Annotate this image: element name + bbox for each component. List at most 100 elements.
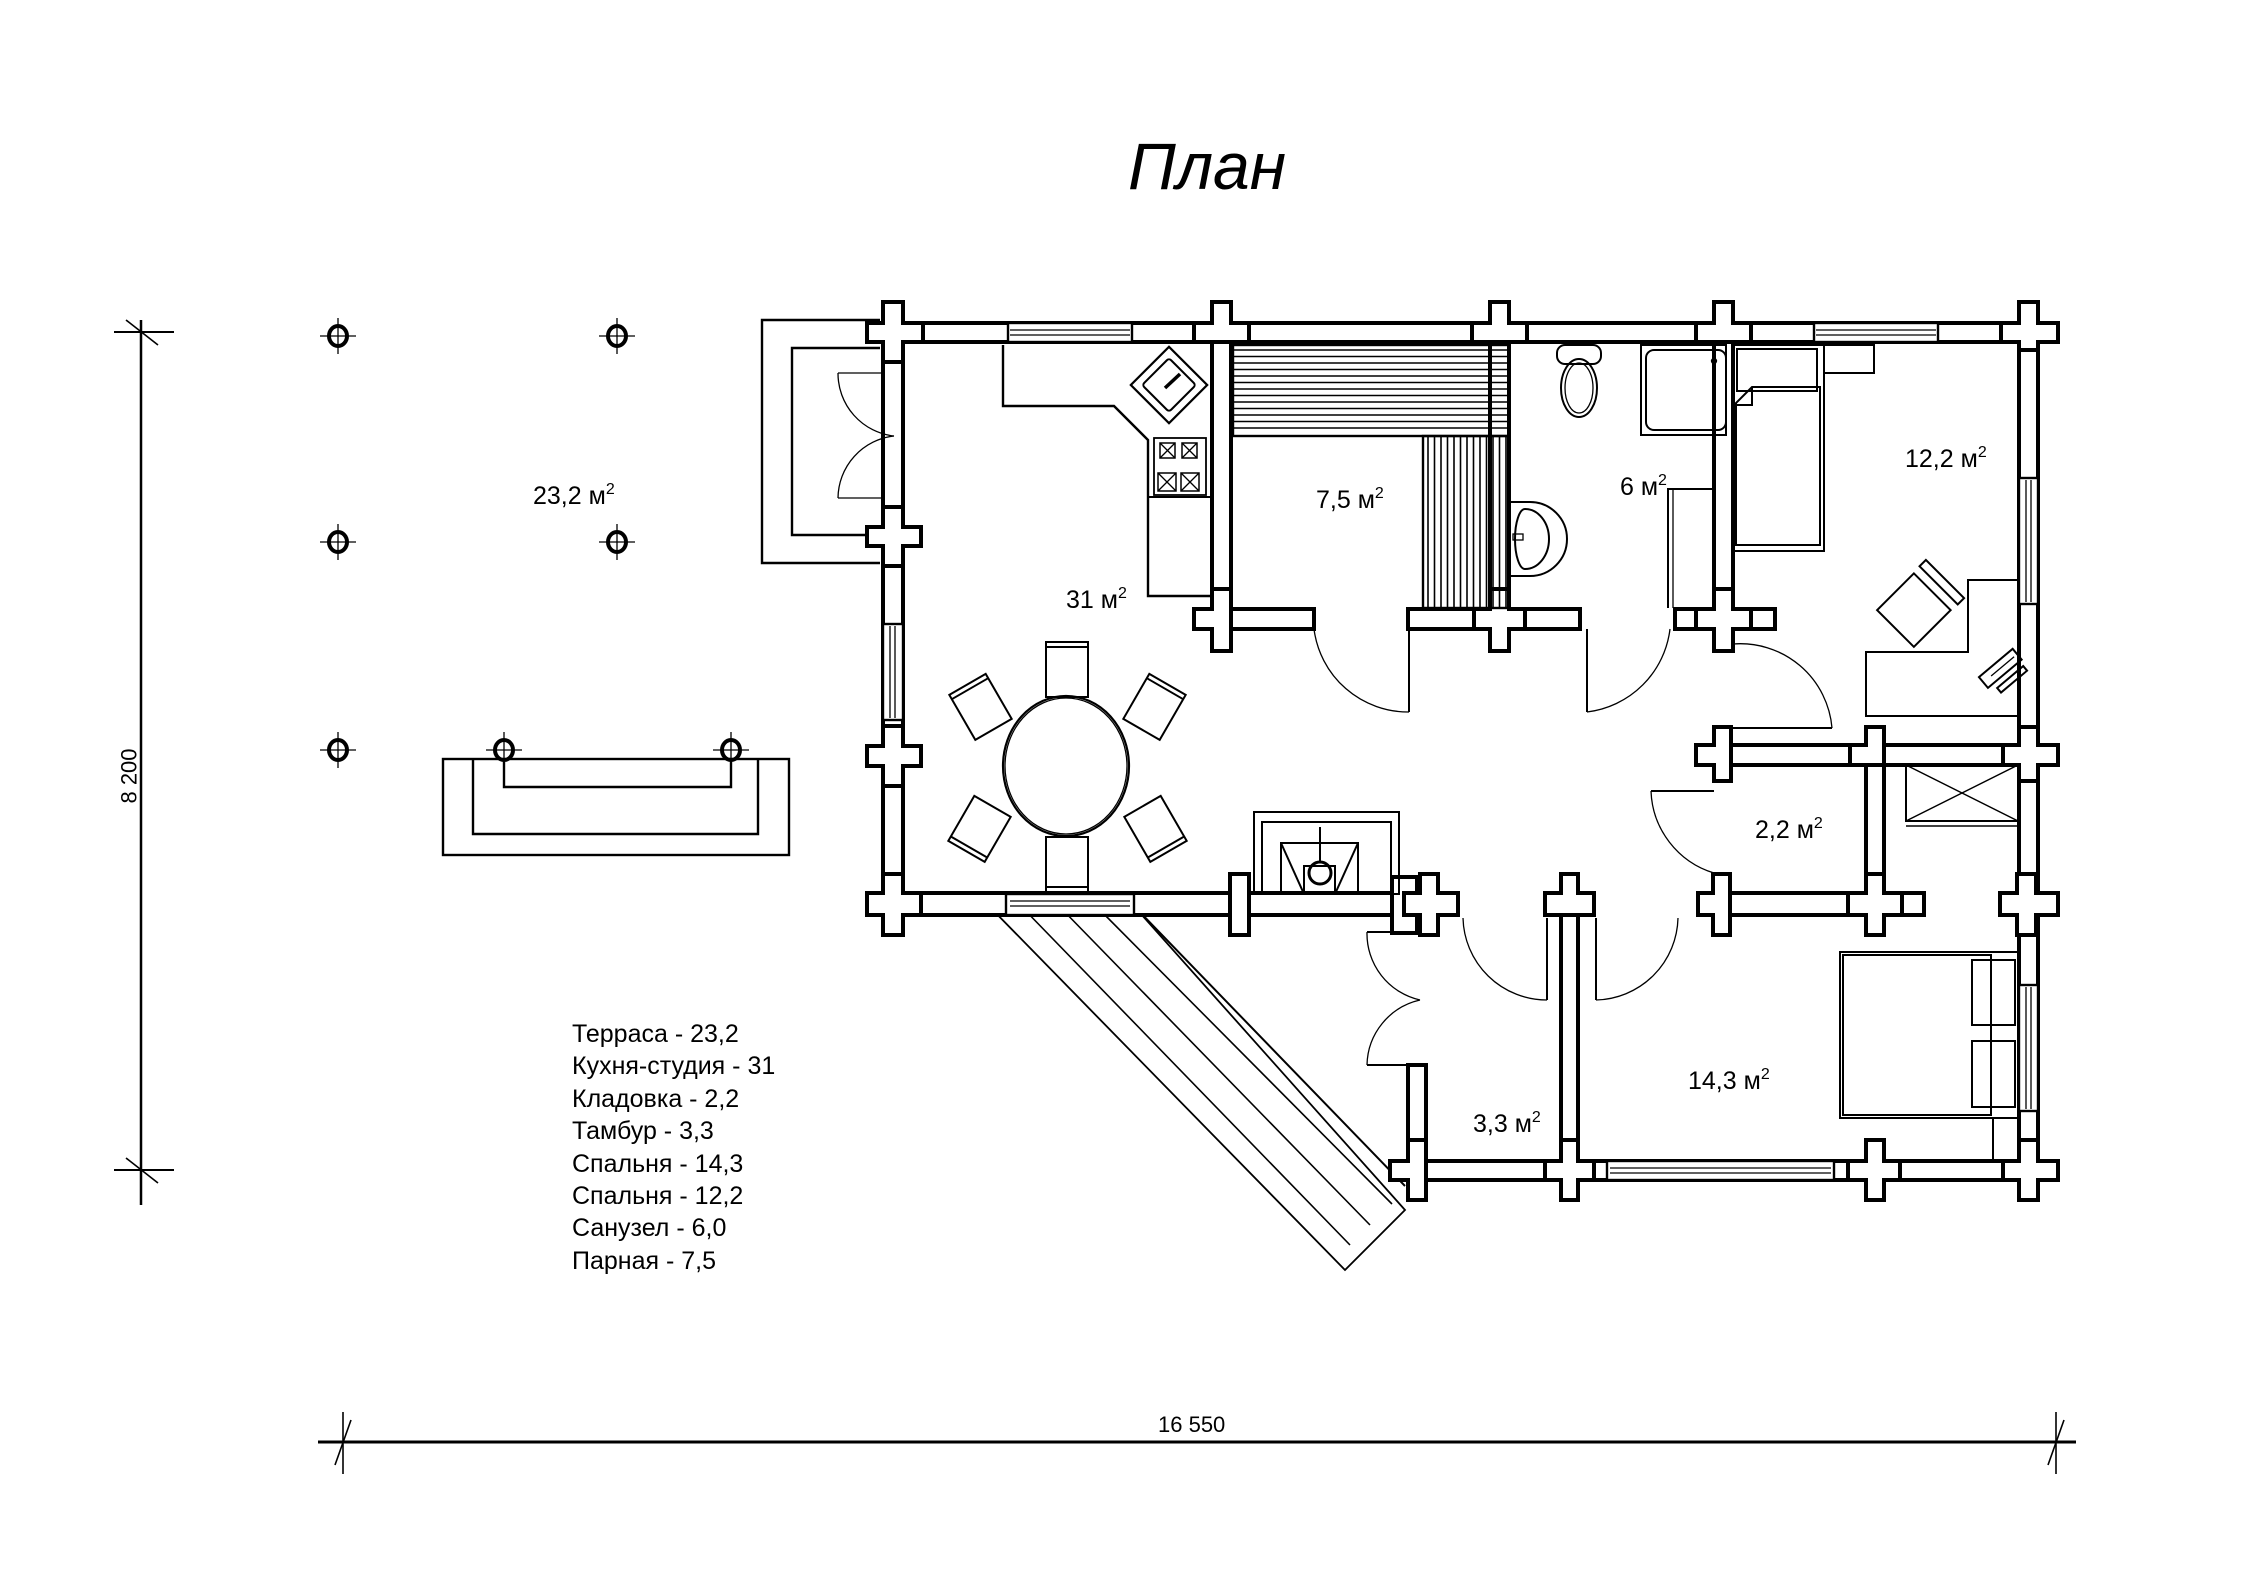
log-corner (1696, 872, 1732, 937)
room-area-vestibule: 3,3 м2 (1473, 1109, 1541, 1139)
area-unit-power: 2 (1117, 585, 1127, 602)
log-corner (1694, 725, 1733, 783)
window (1004, 892, 1136, 917)
area-unit: м (1100, 586, 1118, 614)
area-unit-power: 2 (1813, 815, 1823, 832)
area-unit: м (1357, 486, 1375, 514)
room-area-pantry: 2,2 м2 (1755, 815, 1823, 845)
chair (947, 672, 1014, 742)
office-chair (1875, 558, 1966, 649)
legend-item: Спальня - 14,3 (572, 1149, 744, 1178)
kitchen-counter (1001, 345, 1210, 598)
area-unit-power: 2 (1760, 1066, 1770, 1083)
window (1006, 321, 1134, 344)
chair (1122, 794, 1189, 864)
washbasin-icon (1509, 501, 1568, 577)
legend-item: Спальня - 12,2 (572, 1182, 744, 1211)
area-unit-power: 2 (1374, 485, 1384, 502)
window (1605, 1159, 1836, 1182)
sink-icon (1129, 345, 1209, 425)
chair (946, 794, 1013, 864)
legend-item: Кладовка - 2,2 (572, 1084, 740, 1113)
desk (1865, 558, 2029, 717)
log-corner (1192, 587, 1233, 653)
log-corner (865, 724, 923, 788)
toilet-icon (1556, 344, 1602, 418)
dimension-line-width (318, 1412, 2076, 1474)
door-pantry (1650, 790, 1715, 874)
terrace-post (320, 524, 356, 560)
area-value: 3,3 (1473, 1110, 1508, 1138)
area-value: 31 (1066, 586, 1094, 614)
area-value: 7,5 (1316, 486, 1351, 514)
computer-icon (1977, 647, 2029, 694)
plan-title: План (1128, 129, 1287, 203)
single-bed (1732, 344, 1875, 552)
door-vestibule (1462, 917, 1548, 1001)
stove-icon (1153, 437, 1207, 496)
terrace-post (599, 318, 635, 354)
area-value: 23,2 (533, 482, 582, 510)
fireplace-stove (1253, 811, 1400, 895)
area-unit: м (1960, 445, 1978, 473)
main-entrance-stairs (984, 903, 1407, 1272)
area-value: 12,2 (1905, 445, 1954, 473)
terrace-post (320, 318, 356, 354)
steam-room-benches (1231, 343, 1511, 610)
area-value: 6 (1620, 473, 1634, 501)
door-bedroom-small (1732, 643, 1833, 729)
log-corner (1543, 872, 1596, 917)
log-corner (1470, 300, 1529, 344)
legend-item: Санузел - 6,0 (572, 1214, 727, 1243)
room-area-steam-room: 7,5 м2 (1316, 485, 1384, 515)
window (1812, 321, 1940, 344)
area-value: 14,3 (1688, 1067, 1737, 1095)
doors (837, 372, 1833, 1066)
log-corner (1388, 1138, 1428, 1202)
area-unit: м (588, 482, 606, 510)
area-unit-power: 2 (605, 481, 615, 498)
dining-table (946, 641, 1189, 893)
window (2017, 983, 2040, 1113)
side-entrance-steps (760, 318, 880, 565)
legend-item: Кухня-студия - 31 (572, 1052, 776, 1081)
door-entrance-double (1366, 931, 1421, 1066)
chair (1045, 836, 1089, 893)
area-unit-power: 2 (1977, 444, 1987, 461)
legend-item: Терраса - 23,2 (572, 1020, 739, 1048)
area-value: 2,2 (1755, 816, 1790, 844)
log-corner (865, 505, 923, 568)
windows (881, 321, 2040, 1182)
dimension-label-height: 8 200 (116, 748, 142, 804)
room-area-terrace: 23,2 м2 (533, 481, 615, 511)
log-corner (1694, 300, 1753, 344)
log-corner (1192, 300, 1251, 344)
window (881, 622, 905, 722)
cabinet (1667, 488, 1714, 608)
room-area-bedroom-large: 14,3 м2 (1688, 1066, 1770, 1096)
door-bedroom-large (1595, 917, 1679, 1001)
bathroom-fixtures (1509, 344, 1727, 608)
area-unit: м (1514, 1110, 1532, 1138)
door-steam-room (1313, 628, 1410, 713)
chair (1121, 672, 1188, 742)
legend-item: Тамбур - 3,3 (572, 1117, 714, 1146)
shower-tray-icon (1640, 344, 1727, 436)
terrace-posts (320, 318, 749, 768)
dimension-line-height (114, 319, 174, 1205)
area-legend: Терраса - 23,2 Кухня-студия - 31 Кладовк… (572, 1018, 775, 1277)
log-corner (1228, 872, 1251, 937)
room-area-bedroom-small: 12,2 м2 (1905, 444, 1987, 474)
room-area-kitchen-studio: 31 м2 (1066, 585, 1127, 615)
area-unit-power: 2 (1658, 472, 1667, 489)
chair (1045, 641, 1089, 698)
dimension-label-width: 16 550 (1158, 1412, 1226, 1437)
area-unit: м (1796, 816, 1814, 844)
area-unit: м (1640, 473, 1659, 501)
door-terrace-double (837, 372, 895, 499)
wall-joins (885, 325, 2036, 1178)
terrace-post (320, 732, 356, 768)
window (2017, 476, 2040, 606)
legend-item: Парная - 7,5 (572, 1246, 716, 1275)
